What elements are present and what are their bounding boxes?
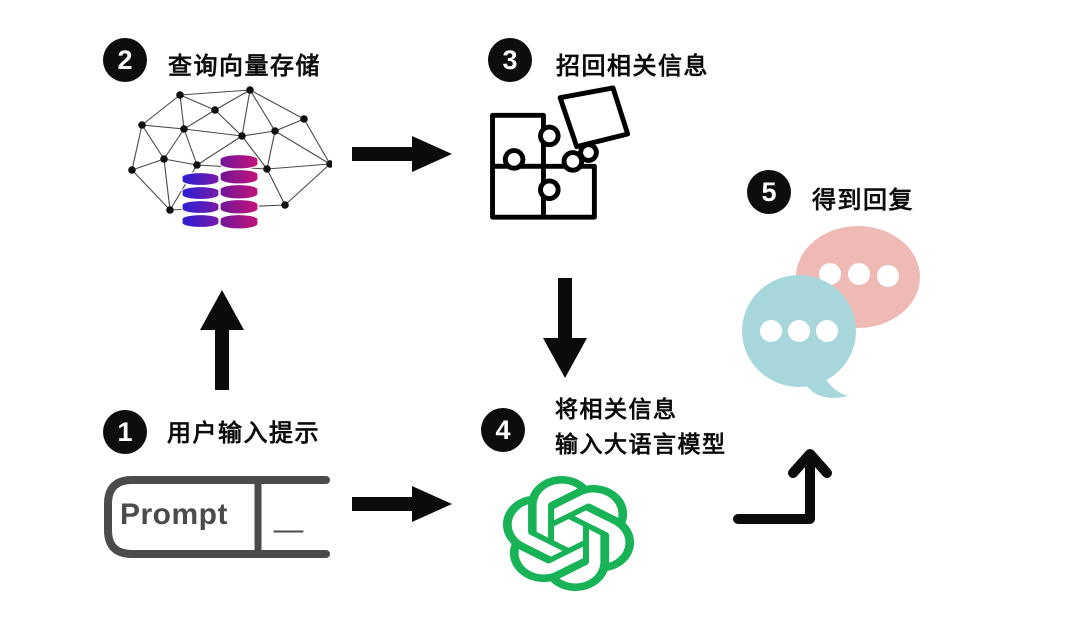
step-5-badge: 5 bbox=[747, 170, 791, 214]
prompt-input-icon bbox=[104, 476, 330, 558]
chat-bubbles-icon bbox=[742, 226, 920, 398]
step-4-label-line1: 将相关信息 bbox=[555, 396, 678, 422]
step-5-number: 5 bbox=[761, 176, 777, 207]
database-stack-left bbox=[181, 171, 220, 229]
arrow-right-2-to-3-icon bbox=[352, 136, 452, 172]
step-3-badge: 3 bbox=[488, 38, 532, 82]
chat-bubble-blue bbox=[742, 275, 856, 398]
arrow-right-1-to-4-icon bbox=[352, 486, 452, 522]
step-2-label: 查询向量存储 bbox=[168, 53, 321, 80]
openai-logo-icon bbox=[502, 476, 635, 591]
vector-store-icon bbox=[128, 86, 332, 230]
prompt-text: Prompt bbox=[120, 498, 228, 531]
prompt-cursor: _ bbox=[274, 480, 303, 538]
step-4-label-line2: 输入大语言模型 bbox=[555, 431, 727, 457]
step-2-number: 2 bbox=[117, 44, 133, 75]
step-4-badge: 4 bbox=[481, 408, 525, 452]
step-1-number: 1 bbox=[117, 416, 133, 447]
step-4-label: 将相关信息 输入大语言模型 bbox=[555, 392, 727, 462]
puzzle-pieces-icon bbox=[490, 85, 631, 220]
step-1-badge: 1 bbox=[103, 410, 147, 454]
step-4-number: 4 bbox=[495, 414, 511, 445]
arrow-up-1-to-2-icon bbox=[200, 290, 244, 390]
step-3-number: 3 bbox=[502, 44, 518, 75]
step-2-badge: 2 bbox=[103, 38, 147, 82]
arrow-up-4-to-5-icon bbox=[733, 449, 832, 524]
step-3-label: 招回相关信息 bbox=[556, 53, 709, 80]
step-1-label: 用户输入提示 bbox=[167, 420, 320, 447]
database-stack-right bbox=[219, 153, 259, 230]
step-5-label: 得到回复 bbox=[812, 187, 914, 214]
arrow-down-3-to-4-icon bbox=[543, 278, 587, 378]
